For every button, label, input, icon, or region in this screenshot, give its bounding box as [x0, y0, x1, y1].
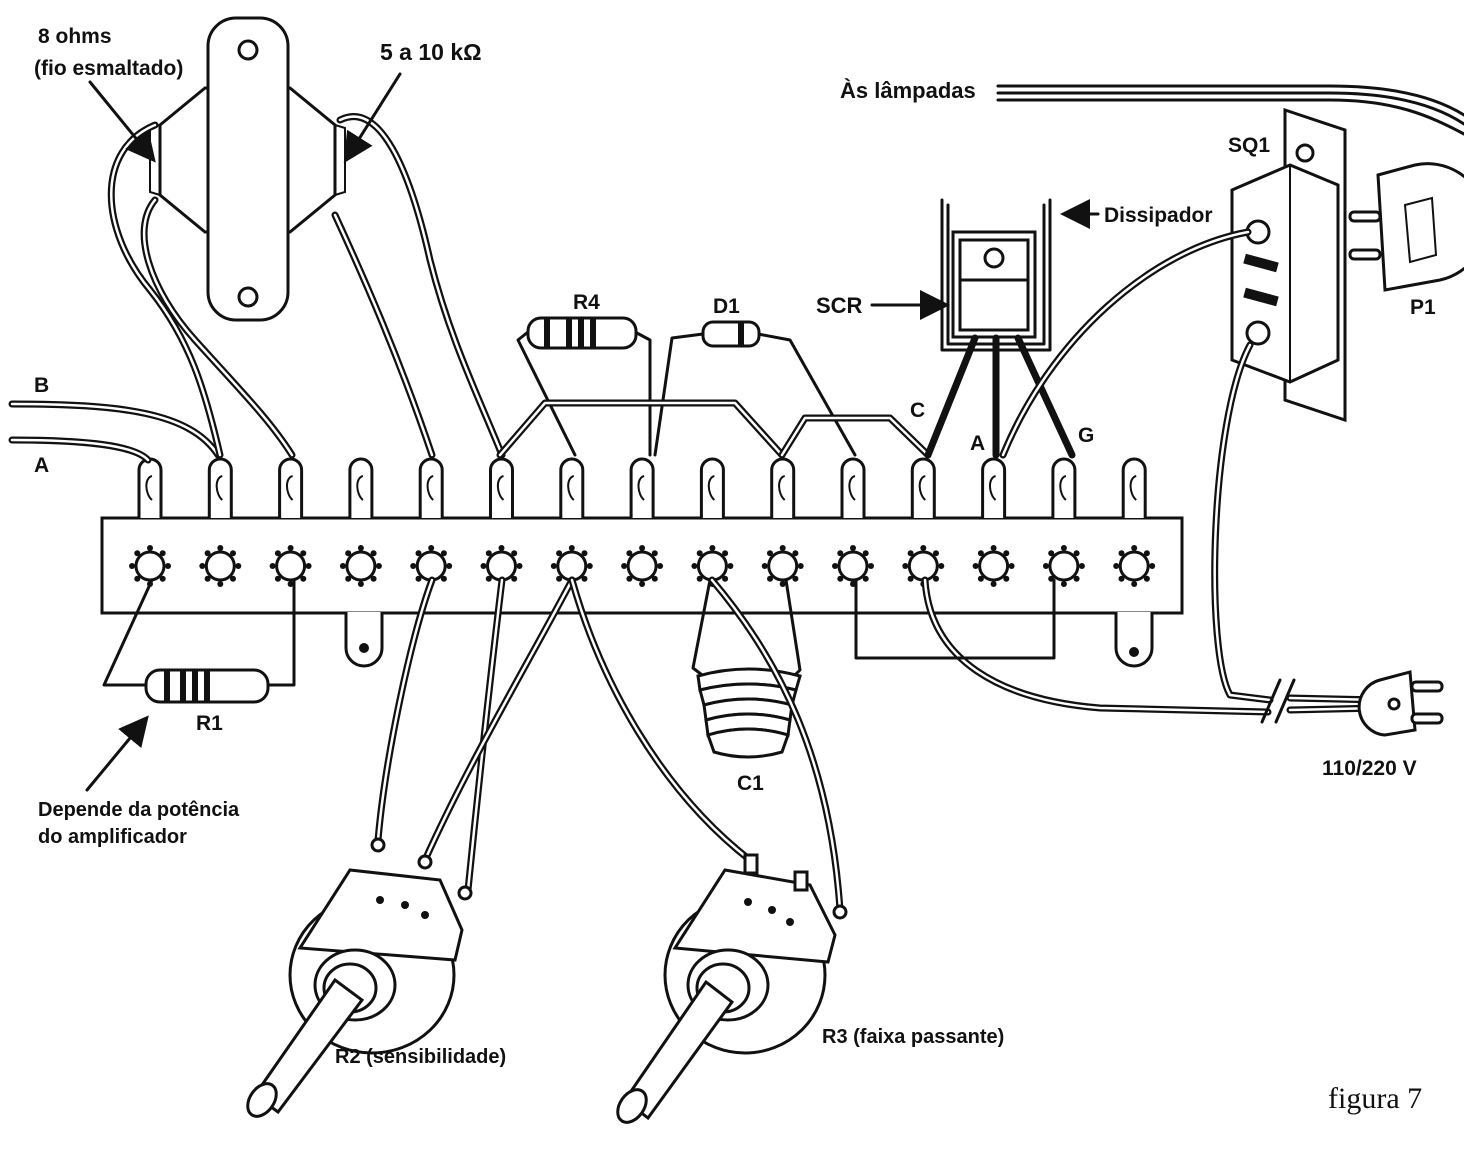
socket-wires — [921, 228, 1444, 737]
strip-hole — [134, 550, 166, 582]
capacitor-c1 — [691, 578, 802, 759]
solder-lug — [1051, 457, 1077, 518]
strip-hole — [626, 550, 658, 582]
potentiometer-r3 — [616, 853, 848, 1124]
strip-hole — [275, 550, 307, 582]
label-d1: D1 — [713, 295, 740, 318]
solder-lug — [840, 457, 866, 518]
label-ohms-bottom: (fio esmaltado) — [34, 57, 183, 80]
solder-lug — [207, 457, 233, 518]
label-a-input: A — [34, 454, 49, 477]
strip-hole — [767, 550, 799, 582]
label-p1: P1 — [1410, 296, 1436, 319]
resistor-r4 — [516, 316, 652, 457]
strip-hole — [1048, 550, 1080, 582]
diode-d1 — [653, 320, 857, 457]
label-g-pin: G — [1078, 424, 1094, 447]
transformer — [149, 16, 346, 322]
label-sq1: SQ1 — [1228, 134, 1270, 157]
label-r1-note-1: Depende da potência — [38, 799, 240, 821]
label-dissipador: Dissipador — [1104, 204, 1213, 227]
solder-lug — [489, 457, 514, 518]
strip-hole — [415, 550, 447, 582]
figure-caption: figura 7 — [1328, 1082, 1422, 1115]
solder-lug — [699, 457, 725, 518]
solder-lug — [137, 457, 163, 518]
transformer-leads — [107, 113, 506, 459]
label-scr: SCR — [816, 293, 863, 318]
potentiometer-r2 — [246, 837, 473, 1118]
scr-assembly — [924, 198, 1076, 459]
strip-hole — [837, 550, 869, 582]
label-r4: R4 — [573, 291, 600, 314]
resistor-r1 — [102, 578, 296, 704]
label-b: B — [34, 374, 49, 397]
input-wires — [8, 400, 222, 464]
plug-p1 — [1348, 162, 1464, 292]
strip-hole — [696, 550, 728, 582]
pot-wires — [374, 576, 844, 914]
solder-lug — [559, 457, 585, 518]
lamp-wires — [996, 84, 1464, 136]
solder-lug — [348, 457, 374, 518]
label-lamps: Às lâmpadas — [840, 78, 976, 103]
label-r3: R3 (faixa passante) — [822, 1026, 1004, 1048]
terminal-strip — [100, 457, 1184, 668]
solder-lug — [770, 457, 796, 518]
solder-lug — [1121, 457, 1147, 518]
under-jumper — [854, 578, 1056, 660]
label-ohms-top: 8 ohms — [38, 25, 112, 48]
strip-hole — [556, 550, 588, 582]
strip-hole — [1118, 550, 1150, 582]
label-voltage: 110/220 V — [1322, 757, 1417, 780]
label-c1: C1 — [737, 772, 764, 795]
socket-sq1 — [1230, 107, 1347, 423]
strip-hole — [486, 550, 517, 582]
label-kohm: 5 a 10 kΩ — [380, 39, 482, 65]
label-r1-note-2: do amplificador — [38, 826, 187, 848]
solder-lug — [418, 457, 444, 518]
solder-lug — [981, 457, 1007, 518]
strip-hole — [978, 550, 1010, 582]
strip-hole — [345, 550, 377, 582]
strip-hole — [907, 550, 939, 582]
solder-lug — [278, 457, 304, 518]
strip-hole — [204, 550, 236, 582]
label-c-pin: C — [910, 399, 925, 422]
solder-lug — [910, 457, 936, 518]
label-r2: R2 (sensibilidade) — [335, 1046, 506, 1068]
label-a-pin: A — [970, 432, 985, 455]
solder-lug — [629, 457, 655, 518]
label-r1: R1 — [196, 712, 223, 735]
jumper-wire — [496, 399, 932, 459]
